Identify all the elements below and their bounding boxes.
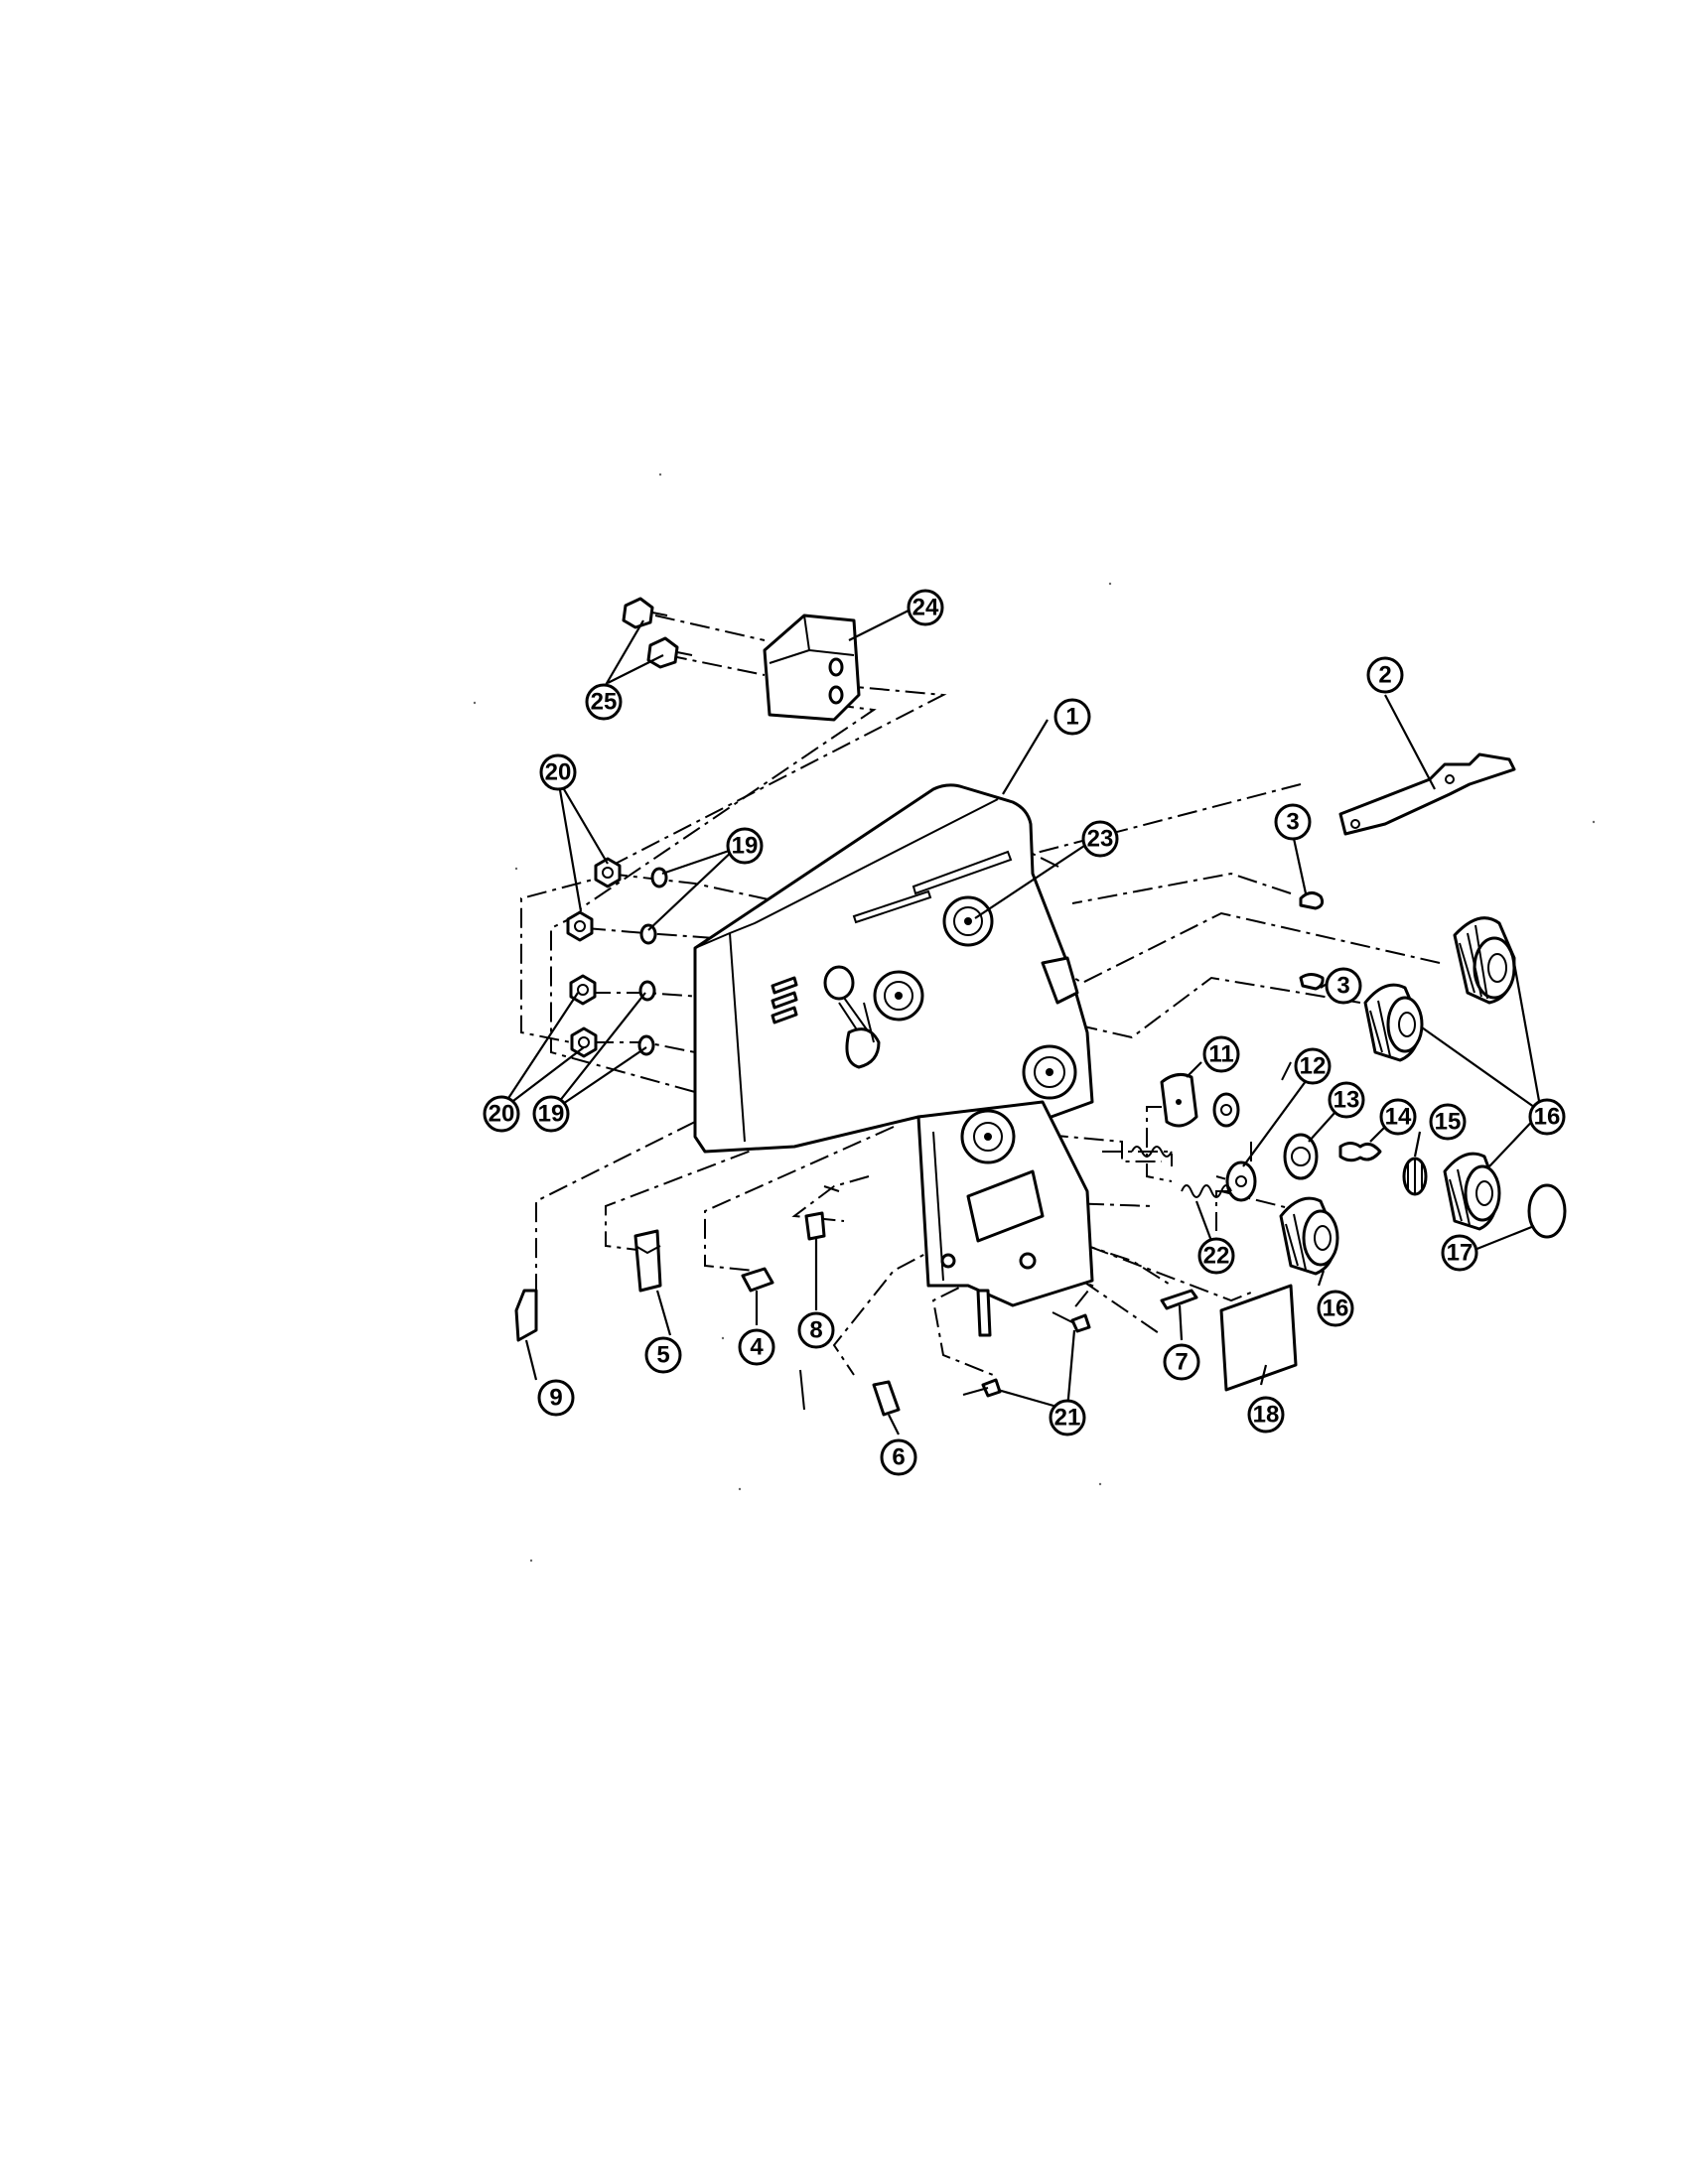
callout-2: 2 <box>1366 656 1404 694</box>
svg-text:6: 6 <box>892 1444 905 1471</box>
clips-part-3 <box>1299 891 1325 991</box>
callout-15: 15 <box>1429 1103 1467 1141</box>
svg-text:19: 19 <box>538 1101 565 1128</box>
svg-text:19: 19 <box>732 833 759 860</box>
callout-4: 4 <box>738 1328 775 1366</box>
svg-text:22: 22 <box>1203 1243 1230 1270</box>
svg-text:1: 1 <box>1065 704 1078 731</box>
callout-17: 17 <box>1441 1234 1478 1272</box>
svg-text:4: 4 <box>750 1334 764 1361</box>
callout-22: 22 <box>1197 1237 1235 1275</box>
callout-21: 21 <box>1049 1399 1086 1436</box>
callout-14: 14 <box>1379 1098 1417 1136</box>
callout-3a: 3 <box>1274 803 1312 841</box>
svg-text:12: 12 <box>1300 1053 1327 1080</box>
svg-text:16: 16 <box>1534 1104 1561 1131</box>
svg-text:18: 18 <box>1253 1402 1280 1429</box>
svg-text:20: 20 <box>489 1101 515 1128</box>
svg-text:24: 24 <box>912 595 939 621</box>
callout-12: 12 <box>1294 1047 1332 1085</box>
leader-lines <box>498 610 1543 1435</box>
svg-text:17: 17 <box>1447 1240 1474 1267</box>
callout-8: 8 <box>797 1311 835 1349</box>
scan-specks <box>473 473 1596 1563</box>
callout-20b: 20 <box>483 1095 520 1133</box>
svg-text:8: 8 <box>809 1317 822 1344</box>
callout-7: 7 <box>1163 1343 1200 1381</box>
springs-part-22 <box>1131 1146 1232 1198</box>
callout-6: 6 <box>880 1438 917 1476</box>
svg-text:23: 23 <box>1087 826 1114 853</box>
callout-5: 5 <box>644 1336 682 1374</box>
face-cover-part-1 <box>693 783 1094 1154</box>
nuts-part-20 <box>566 857 622 1058</box>
callout-19a: 19 <box>726 827 764 865</box>
svg-text:14: 14 <box>1385 1104 1412 1131</box>
callout-18: 18 <box>1247 1396 1285 1433</box>
callout-16a: 16 <box>1528 1098 1566 1136</box>
callout-1: 1 <box>1053 698 1091 736</box>
callout-16b: 16 <box>1317 1290 1354 1327</box>
svg-text:13: 13 <box>1333 1087 1360 1114</box>
svg-text:5: 5 <box>656 1342 669 1369</box>
svg-text:20: 20 <box>545 759 572 786</box>
callout-9: 9 <box>537 1379 575 1417</box>
svg-text:25: 25 <box>591 689 618 716</box>
callout-20a: 20 <box>539 753 577 791</box>
svg-text:15: 15 <box>1435 1109 1462 1136</box>
callout-25: 25 <box>585 683 623 721</box>
svg-text:3: 3 <box>1336 973 1349 1000</box>
callout-3b: 3 <box>1325 967 1362 1005</box>
callout-13: 13 <box>1328 1081 1365 1119</box>
svg-text:3: 3 <box>1286 809 1299 836</box>
svg-text:9: 9 <box>549 1385 562 1412</box>
callout-23: 23 <box>1081 820 1119 858</box>
svg-text:21: 21 <box>1054 1405 1081 1432</box>
plate-part-2 <box>1338 752 1516 836</box>
knobs-part-16 <box>1279 916 1516 1276</box>
svg-text:7: 7 <box>1175 1349 1188 1376</box>
screws-part-25 <box>622 597 693 669</box>
callout-19b: 19 <box>532 1095 570 1133</box>
lower-plate <box>916 1100 1094 1337</box>
callout-24: 24 <box>907 589 944 626</box>
svg-text:11: 11 <box>1208 1041 1233 1068</box>
discs-parts-11-15 <box>1160 1072 1567 1239</box>
washers-part-19 <box>637 867 668 1056</box>
bracket-part-24 <box>763 614 861 722</box>
svg-text:16: 16 <box>1323 1296 1349 1322</box>
misc-parts-4-9 <box>514 1211 1298 1417</box>
svg-text:2: 2 <box>1378 662 1391 689</box>
callout-11: 11 <box>1202 1035 1240 1073</box>
callouts: 1 2 3 3 4 5 6 7 8 9 11 12 13 14 15 16 16… <box>483 589 1566 1476</box>
